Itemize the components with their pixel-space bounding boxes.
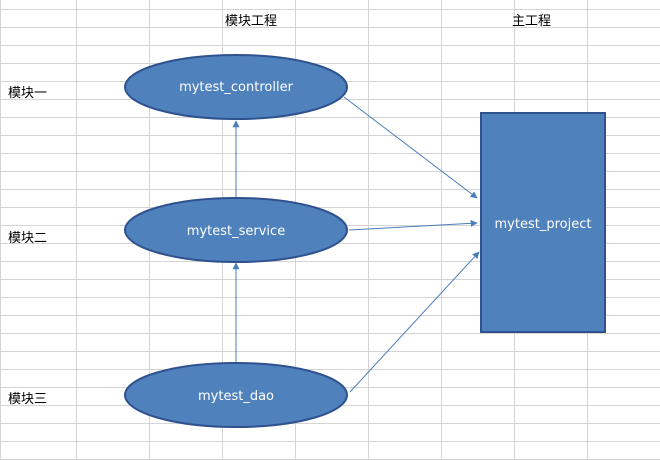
header-module-project: 模块工程 — [225, 14, 278, 29]
edge-service-to-project — [348, 219, 478, 231]
header-main-project: 主工程 — [512, 14, 552, 29]
row-label-module-one: 模块一 — [8, 86, 48, 101]
node-service-label: mytest_service — [187, 224, 285, 239]
edge-dao-to-project — [349, 251, 480, 393]
node-project-label: mytest_project — [495, 217, 592, 232]
node-project: mytest_project — [480, 112, 606, 333]
edge-controller-to-project — [343, 96, 478, 199]
node-dao-label: mytest_dao — [198, 389, 274, 404]
node-controller-label: mytest_controller — [179, 80, 293, 95]
row-label-module-three: 模块三 — [8, 392, 48, 407]
node-service: mytest_service — [124, 197, 348, 263]
row-label-module-two: 模块二 — [8, 231, 48, 246]
node-dao: mytest_dao — [124, 362, 348, 428]
node-controller: mytest_controller — [124, 54, 348, 120]
